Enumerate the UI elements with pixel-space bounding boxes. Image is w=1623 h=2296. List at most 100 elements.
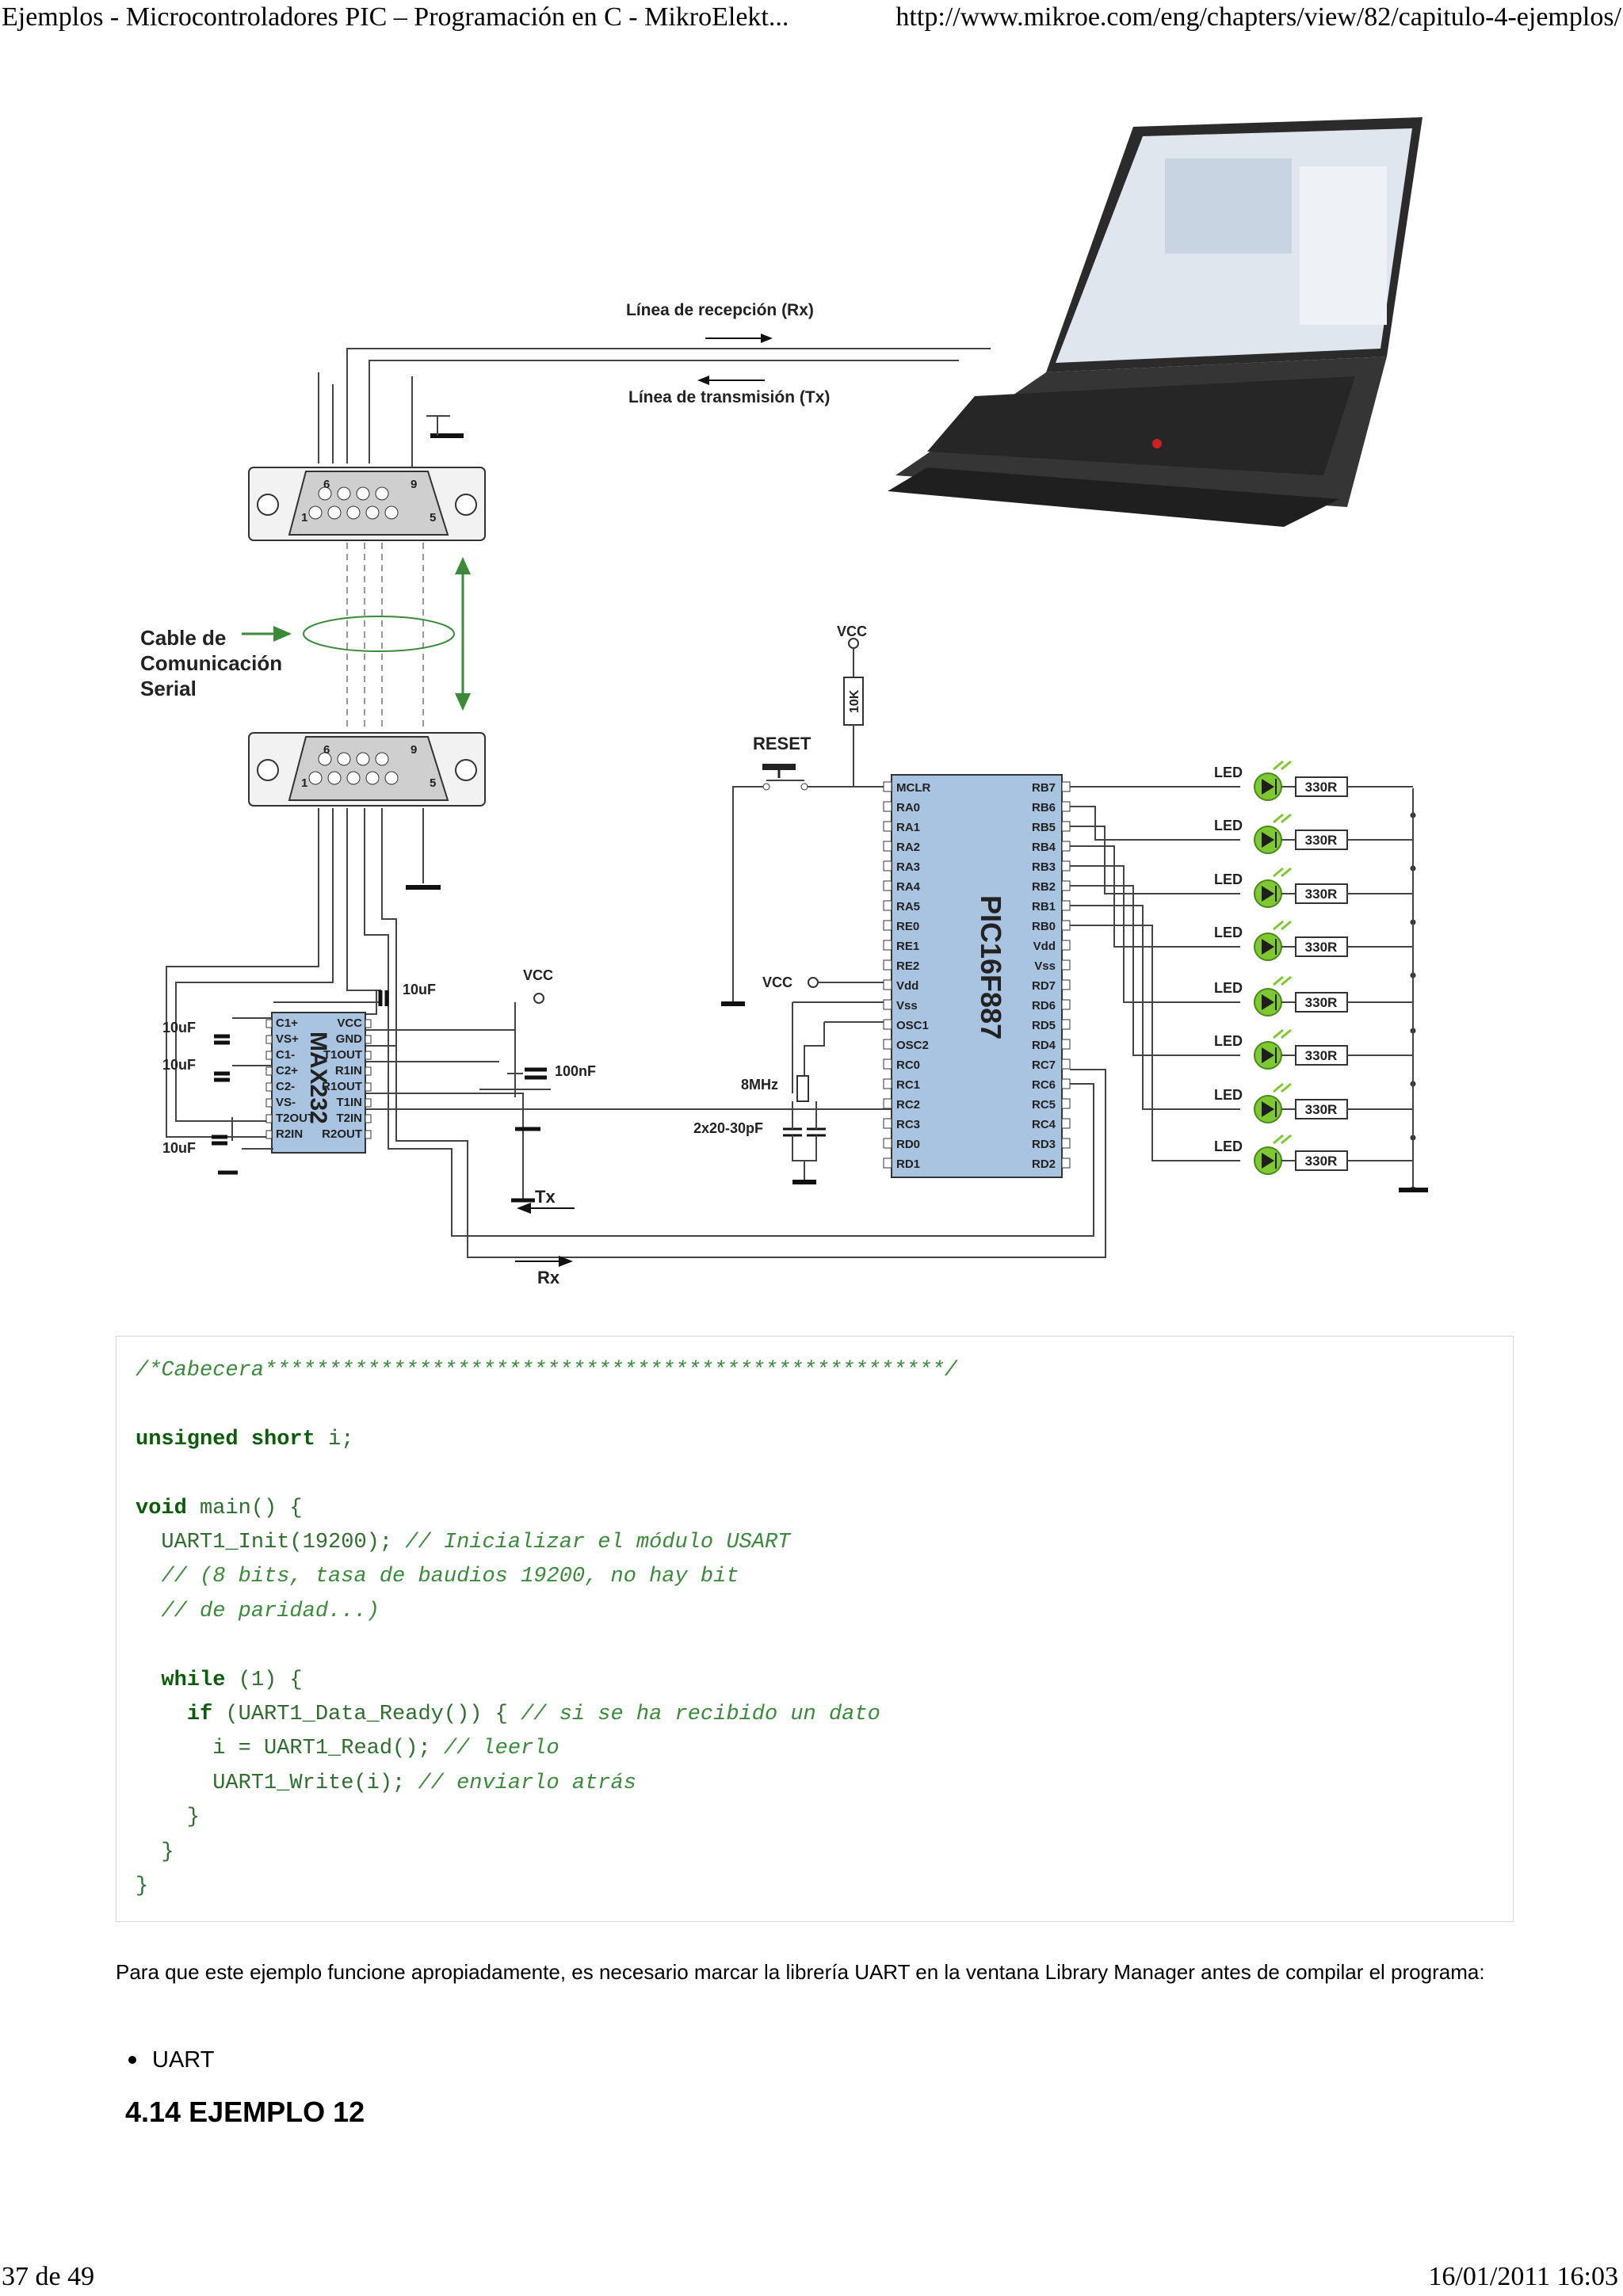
pic-pin <box>1061 1118 1071 1129</box>
code-token: main() { <box>186 1496 303 1520</box>
code-token <box>136 1703 187 1726</box>
cap-label-4: 10uF <box>403 982 436 997</box>
code-line: void main() { <box>136 1497 303 1520</box>
pic-pin <box>1061 821 1071 832</box>
code-token: UART1_Init(19200); <box>136 1531 406 1555</box>
resistor-10k: 10K <box>848 689 861 713</box>
pic-right-pins: RB7RB6RB5RB4RB3RB2RB1RB0VddVssRD7RD6RD5R… <box>1032 781 1071 1171</box>
pic-pin-label: RB2 <box>1032 880 1056 894</box>
crystal-caps-label: 2x20-30pF <box>693 1120 763 1136</box>
max-pin <box>365 1066 372 1076</box>
led-wire <box>1070 925 1240 1161</box>
code-line: // de paridad...) <box>136 1599 380 1623</box>
cable-label-2: Comunicación <box>140 651 282 675</box>
max-pin-label: T2OUT <box>276 1112 315 1125</box>
led-ray <box>1273 813 1284 824</box>
section-heading: 4.14 EJEMPLO 12 <box>125 2096 365 2128</box>
pic-pin <box>1061 940 1071 951</box>
pic-pin-label: RD5 <box>1032 1019 1056 1032</box>
resistor-label: 330R <box>1305 887 1338 902</box>
led-ray <box>1281 760 1292 771</box>
led-ray <box>1273 975 1284 986</box>
laptop-image <box>888 117 1423 527</box>
pic-pin-label: RD3 <box>1032 1138 1056 1151</box>
code-line: } <box>136 1875 148 1898</box>
pic-pin-label: RD1 <box>896 1158 920 1171</box>
resistor-label: 330R <box>1305 1154 1338 1169</box>
pic-pin-label: Vdd <box>1033 940 1056 953</box>
led-diode-icon <box>1262 779 1274 795</box>
max-pin-label: C1- <box>276 1048 295 1062</box>
code-token: // Inicializar el módulo USART <box>405 1531 791 1555</box>
code-token: } <box>136 1875 149 1899</box>
db9-connector-bottom: 6 9 1 5 <box>248 732 486 807</box>
pic-pin <box>883 860 892 871</box>
code-line: // (8 bits, tasa de baudios 19200, no ha… <box>136 1565 739 1589</box>
led-ray <box>1273 760 1284 771</box>
max-pin <box>265 1098 273 1108</box>
pic-pin <box>883 821 892 832</box>
tx-line-label: Línea de transmisión (Tx) <box>628 388 830 406</box>
pic-pin <box>1061 1158 1071 1169</box>
tx-label: Tx <box>535 1187 556 1207</box>
code-line: i = UART1_Read(); // leerlo <box>136 1737 559 1760</box>
led-ray <box>1273 1028 1284 1039</box>
code-token: short <box>250 1427 315 1451</box>
code-token: // enviarlo atrás <box>418 1771 636 1795</box>
code-token: } <box>136 1840 174 1864</box>
pin-label-6: 6 <box>323 478 330 491</box>
cap-label-2: 10uF <box>162 1057 196 1073</box>
pic-pin <box>1061 880 1071 891</box>
pin-label-1: 1 <box>301 511 307 524</box>
pic-pin-label: OSC2 <box>896 1039 929 1052</box>
page-header-url: http://www.mikroe.com/eng/chapters/view/… <box>896 2 1621 32</box>
code-line: UART1_Write(i); // enviarlo atrás <box>136 1772 636 1795</box>
max-pin-label: GND <box>336 1032 363 1046</box>
pic16f887-chip: PIC16F887 MCLRRA0RA1RA2RA3RA4RA5RE0RE1RE… <box>883 774 1071 1178</box>
pic-pin-label: Vdd <box>896 979 918 993</box>
code-token <box>239 1428 251 1451</box>
pic-pin <box>883 979 892 990</box>
pin-label-1b: 1 <box>301 776 307 790</box>
led-ray <box>1281 920 1292 931</box>
pic-pin-label: RB0 <box>1032 920 1056 933</box>
code-token: unsigned <box>136 1427 239 1451</box>
page-footer-date: 16/01/2011 16:03 <box>1428 2262 1618 2291</box>
pic-pin <box>883 801 892 812</box>
max-pin-label: C2+ <box>276 1064 298 1077</box>
led-ray <box>1281 867 1292 878</box>
cap-label-1: 10uF <box>162 1020 196 1035</box>
code-line: } <box>136 1840 174 1864</box>
rx-line-label: Línea de recepción (Rx) <box>626 301 814 319</box>
led-label: LED <box>1214 980 1243 996</box>
cable-label-3: Serial <box>140 677 197 700</box>
pic-pin <box>1061 860 1071 871</box>
pic-pin-label: RB7 <box>1032 781 1056 795</box>
pic-pin-label: RD2 <box>1032 1158 1056 1171</box>
max-pin-label: VCC <box>337 1016 362 1030</box>
resistor-label: 330R <box>1305 780 1338 795</box>
pic-pin <box>883 999 892 1010</box>
resistor-label: 330R <box>1305 833 1338 848</box>
pic-pin <box>883 781 892 792</box>
code-token: // leerlo <box>443 1737 559 1761</box>
code-token: // de paridad...) <box>161 1599 380 1623</box>
code-line: /*Cabecera******************************… <box>136 1359 957 1383</box>
max-pin-label: C1+ <box>276 1016 298 1030</box>
max-pin <box>365 1098 372 1108</box>
code-token: i; <box>315 1427 354 1451</box>
code-token: void <box>136 1496 187 1520</box>
led-ray <box>1273 1134 1284 1145</box>
led-ray <box>1281 813 1292 824</box>
circuit-svg: Línea de recepción (Rx) Línea de transmi… <box>140 117 1428 1287</box>
max-pin <box>365 1114 372 1123</box>
pic-pin-label: RC3 <box>896 1118 920 1131</box>
led-label: LED <box>1214 871 1243 887</box>
max-pin <box>265 1051 273 1060</box>
led-wire <box>1070 826 1240 894</box>
led-wire <box>1070 806 1240 841</box>
pic-pin <box>1061 1138 1071 1149</box>
code-line: UART1_Init(19200); // Inicializar el mód… <box>136 1531 790 1554</box>
